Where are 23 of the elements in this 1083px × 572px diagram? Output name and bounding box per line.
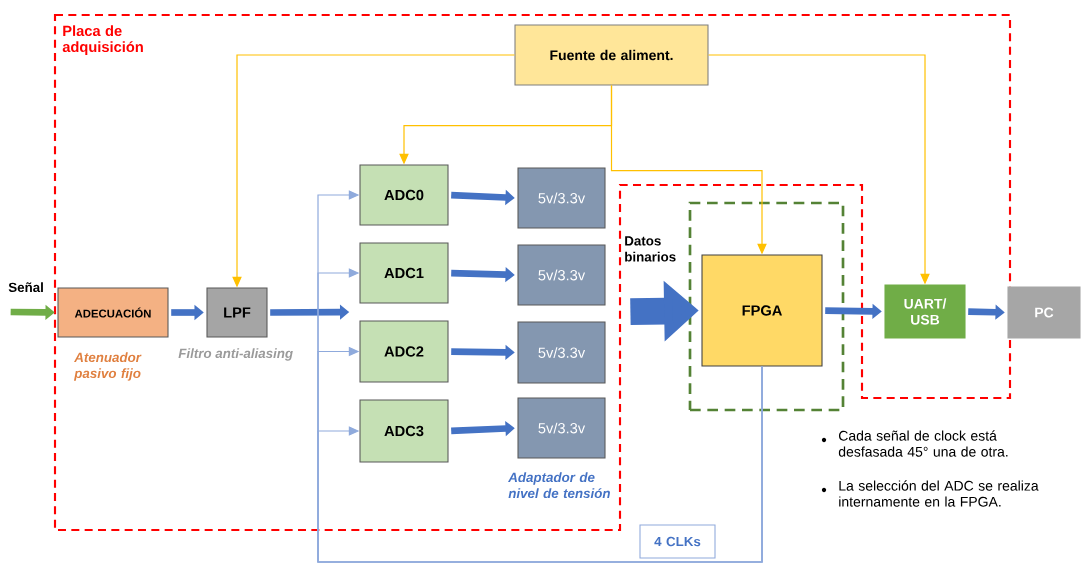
adc-box: ADC0 [359, 164, 449, 226]
level-shifter-box: 5v/3.3v [517, 244, 606, 306]
power-supply-box: Fuente de aliment. [514, 24, 709, 86]
edge-label: Datos binarios [625, 236, 676, 262]
adc-box: ADC3 [359, 399, 449, 463]
process-box: ADECUACIÓN [57, 287, 169, 338]
level-shifter-box: 5v/3.3v [517, 321, 606, 384]
adc-box: ADC2 [359, 320, 449, 383]
edge-label: Señal [8, 282, 43, 293]
note-text: La selección del ADC se realiza internamente en la FPGA. [839, 480, 1039, 507]
caption-text: Filtro anti-aliasing [178, 348, 293, 361]
dashed-frame [688, 201, 845, 412]
pc-box: PC [1007, 286, 1081, 339]
level-shifter-box: 5v/3.3v [517, 167, 606, 229]
filter-box: LPF [206, 287, 268, 338]
note-text: Cada señal de clock está desfasada 45° una de otra. [838, 430, 1008, 457]
caption-text: Adaptador de nivel de tensión [508, 472, 610, 499]
fpga-box: FPGA [701, 254, 823, 367]
interface-box: UART/ USB [884, 284, 966, 339]
adc-box: ADC1 [359, 242, 449, 304]
level-shifter-box: 5v/3.3v [517, 397, 606, 459]
clock-label-box: 4 CLKs [639, 524, 716, 559]
caption-text: Atenuador pasivo fijo [74, 352, 142, 381]
